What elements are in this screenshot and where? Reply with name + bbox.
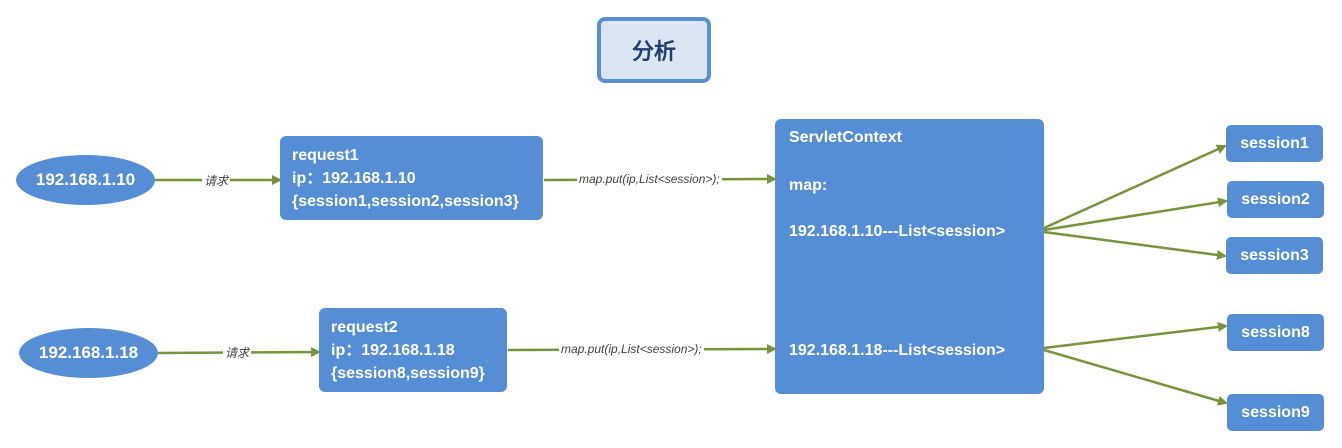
request-name: request2 <box>331 319 398 336</box>
session-label: session8 <box>1241 323 1310 341</box>
servlet-context-node: ServletContext map: 192.168.1.10---List<… <box>775 119 1044 394</box>
request-node-1: request1 ip：192.168.1.10 {session1,sessi… <box>280 136 543 220</box>
client-ip-label: 192.168.1.10 <box>35 170 136 189</box>
client-node-2: 192.168.1.18 <box>19 328 158 378</box>
arrow-context-session1 <box>1043 144 1227 230</box>
request-ip: ip：192.168.1.10 <box>292 170 416 187</box>
edge-label-request-1: 请求 <box>202 172 231 189</box>
arrow-context-session2 <box>1043 197 1228 232</box>
session-label: session2 <box>1241 190 1310 208</box>
session-node-3: session3 <box>1226 237 1323 274</box>
request-sessions: {session1,session2,session3} <box>292 193 519 210</box>
diagram-title: 分析 <box>597 17 711 83</box>
request-sessions: {session8,session9} <box>331 365 485 382</box>
session-label: session1 <box>1240 134 1309 152</box>
session-label: session3 <box>1240 246 1309 264</box>
session-node-8: session8 <box>1227 314 1324 351</box>
servlet-context-entry-2: 192.168.1.18---List<session> <box>789 342 1006 359</box>
edge-label-map-put-2: map.put(ip,List<session>); <box>559 342 704 356</box>
session-node-2: session2 <box>1227 181 1324 218</box>
session-node-1: session1 <box>1226 125 1323 162</box>
edge-label-request-2: 请求 <box>223 344 252 361</box>
session-node-9: session9 <box>1227 394 1324 431</box>
client-node-1: 192.168.1.10 <box>16 155 155 205</box>
edge-label-map-put-1: map.put(ip,List<session>); <box>577 172 722 186</box>
servlet-context-map-label: map: <box>789 177 828 194</box>
request-name: request1 <box>292 147 359 164</box>
session-label: session9 <box>1241 403 1310 421</box>
request-node-2: request2 ip：192.168.1.18 {session8,sessi… <box>319 308 507 392</box>
arrow-context-session8 <box>1043 321 1228 350</box>
servlet-context-title: ServletContext <box>789 129 902 146</box>
servlet-context-entry-1: 192.168.1.10---List<session> <box>789 223 1006 240</box>
request-ip: ip：192.168.1.18 <box>331 342 455 359</box>
client-ip-label: 192.168.1.18 <box>38 343 139 362</box>
arrow-context-session9 <box>1043 348 1228 406</box>
arrow-context-session3 <box>1043 230 1227 260</box>
